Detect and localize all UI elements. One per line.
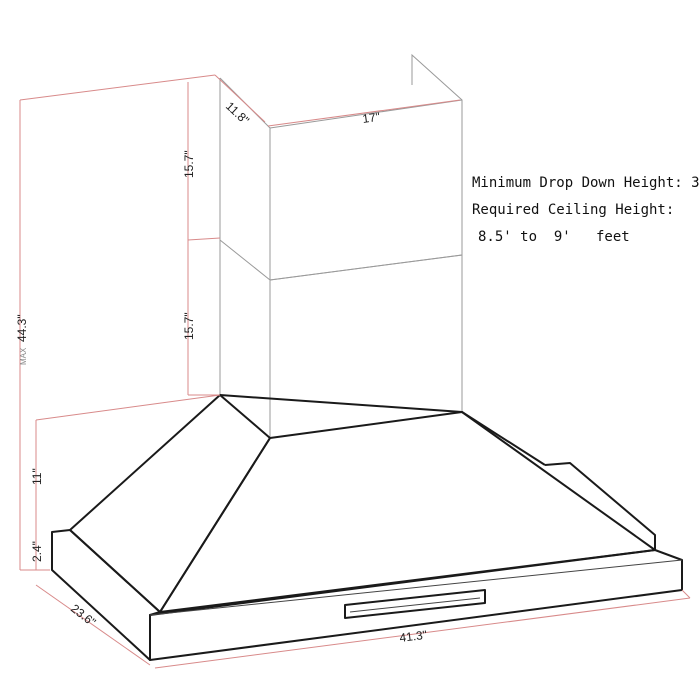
dimension-lines: [19, 74, 691, 669]
installation-notes: Minimum Drop Down Height: 36" Required C…: [472, 175, 700, 245]
hood-width-dim-line: [154, 597, 691, 669]
chimney: [219, 53, 463, 438]
hood-width-right-extension: [681, 589, 691, 599]
total-height-top-extension: [19, 74, 216, 101]
hood-base: [51, 529, 683, 661]
chimney-depth-label: 11.8": [223, 99, 252, 127]
chimney-width-label: 17": [361, 110, 380, 126]
hood-canopy: [69, 394, 656, 613]
dimension-labels: 11.8" 17" 15.7" 15.7" MAX 44.3" 11" 2.4"…: [15, 99, 428, 645]
chimney-section-seam: [269, 254, 463, 281]
canopy-right-back-edge: [461, 411, 546, 466]
hood-depth-dim-line: [35, 584, 151, 666]
control-panel: [344, 589, 486, 619]
canopy-top-back-edge: [219, 394, 463, 413]
chimney-upper-outline: [219, 53, 463, 281]
base-front-panel: [149, 549, 683, 661]
drop-down-note: Minimum Drop Down Height: 36": [472, 175, 700, 191]
total-height-label: 44.3": [15, 314, 29, 342]
canopy-right-face: [544, 462, 656, 550]
canopy-left-face: [69, 394, 271, 613]
canopy-top-extension: [35, 394, 221, 421]
base-height-label: 2.4": [30, 541, 44, 562]
chimney-depth-dim-line: [214, 74, 266, 123]
base-top-lip: [149, 559, 683, 616]
ceiling-height-label: Required Ceiling Height:: [472, 202, 674, 218]
chimney-width-dim-line: [267, 99, 461, 127]
upper-chimney-height-label: 15.7": [182, 150, 196, 178]
control-panel-inner-line: [349, 597, 481, 613]
hood-width-label: 41.3": [399, 628, 428, 645]
upper-chimney-bottom-extension: [187, 237, 221, 241]
lower-chimney-height-label: 15.7": [182, 312, 196, 340]
canopy-height-label: 11": [30, 468, 44, 485]
chimney-top-front-edge: [269, 99, 463, 129]
base-left-side: [51, 529, 161, 661]
ceiling-height-range: 8.5' to 9' feet: [478, 229, 630, 245]
total-height-prefix-label: MAX: [19, 347, 28, 365]
